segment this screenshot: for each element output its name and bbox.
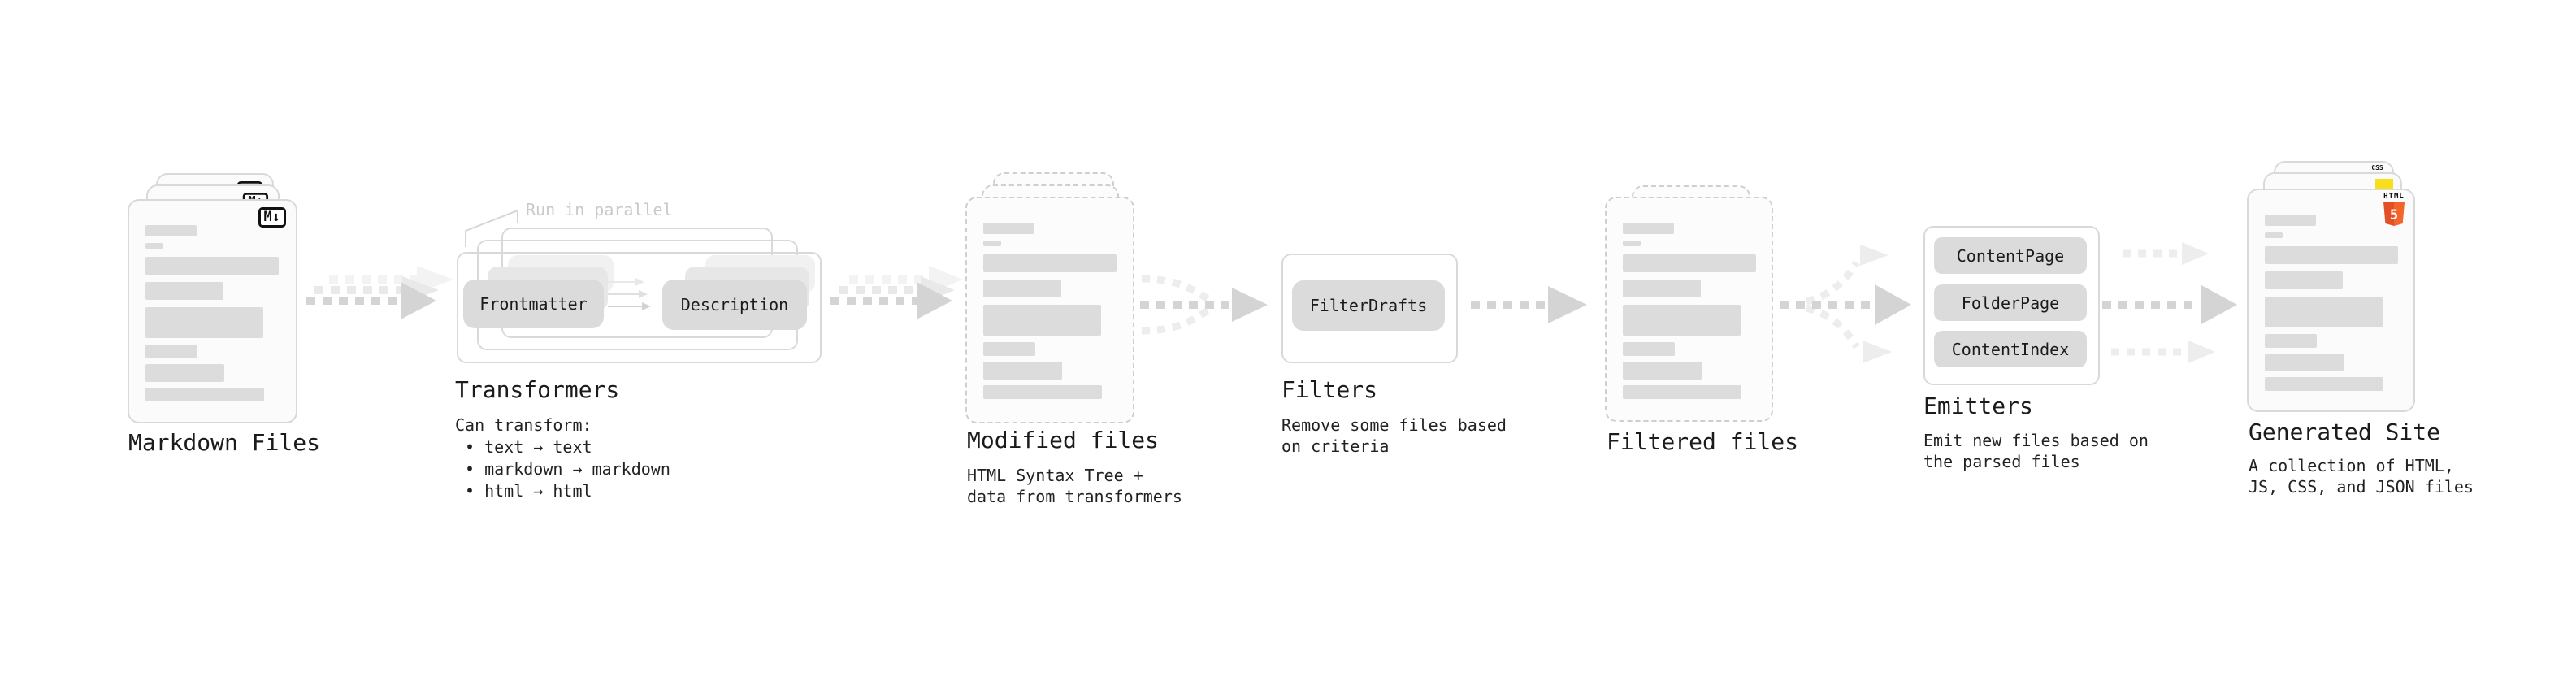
list-item: • html → html (465, 481, 592, 501)
transformer-frame-front (457, 252, 822, 363)
emitter-pill-folderpage: FolderPage (1934, 284, 2087, 321)
text-line (1623, 342, 1675, 356)
text-line (983, 362, 1062, 380)
text-line (145, 243, 163, 249)
text-line (1623, 280, 1701, 297)
text-line (1623, 241, 1641, 246)
svg-text:5: 5 (2390, 207, 2398, 223)
html5-icon: HTML 5 (2381, 193, 2407, 226)
text-line (2265, 246, 2398, 264)
text-line (2265, 354, 2344, 371)
text-line (2265, 297, 2383, 327)
text-line (2265, 334, 2317, 348)
list-item: • markdown → markdown (465, 459, 670, 479)
arrow-right-icon (608, 278, 651, 310)
html5-shield-icon: 5 (2383, 202, 2405, 226)
document-content-placeholder (145, 225, 279, 401)
text-line (983, 305, 1101, 336)
file-card-html: HTML 5 (2247, 189, 2415, 412)
text-line (145, 388, 264, 401)
arrow-right-icon (1471, 286, 1587, 323)
text-line (2265, 215, 2316, 226)
connector-transformers-to-modified (825, 264, 995, 341)
text-line (983, 280, 1061, 297)
markdown-icon: M↓ (258, 207, 286, 228)
connector-emitters-to-generated (2101, 240, 2243, 374)
document-content-placeholder (1623, 223, 1756, 399)
arrow-right-icon (306, 266, 453, 319)
run-in-parallel-annotation: Run in parallel (526, 200, 673, 219)
text-line (2265, 377, 2383, 391)
modified-files-caption: HTML Syntax Tree + data from transformer… (967, 466, 1182, 506)
transformer-pill-description: Description (662, 280, 807, 330)
list-item: • text → text (465, 437, 592, 457)
text-line (983, 254, 1117, 272)
text-line (1623, 385, 1741, 399)
connector-frontmatter-to-description (606, 275, 657, 314)
emitters-caption: Emit new files based on the parsed files (1923, 431, 2149, 471)
text-line (145, 345, 197, 358)
stage-label-filters: Filters (1281, 376, 1378, 403)
file-card (1605, 197, 1773, 422)
text-line (145, 282, 223, 300)
text-line (145, 307, 263, 338)
html5-badge-label: HTML (2383, 193, 2405, 201)
stage-label-generated-site: Generated Site (2249, 419, 2441, 445)
transformer-pill-frontmatter: Frontmatter (463, 280, 604, 328)
filters-caption: Remove some files based on criteria (1281, 415, 1507, 456)
emitter-pill-contentpage: ContentPage (1934, 237, 2087, 274)
js-icon (2375, 179, 2393, 189)
stage-label-filtered-files: Filtered files (1607, 428, 1799, 455)
text-line (1623, 305, 1741, 336)
text-line (1623, 223, 1674, 234)
filters-frame (1281, 254, 1458, 363)
text-line (2265, 232, 2283, 238)
connector-filters-to-filtered (1467, 268, 1597, 345)
connector-modified-to-filters (1136, 268, 1278, 345)
leader-line-icon (465, 210, 518, 247)
text-line (145, 225, 197, 236)
document-content-placeholder (983, 223, 1117, 399)
text-line (1623, 362, 1702, 380)
connector-markdown-to-transformers (297, 264, 467, 341)
css-badge-label: CSS (2371, 164, 2383, 171)
arrow-merge-icon (1140, 275, 1268, 335)
emitters-frame (1923, 226, 2100, 385)
text-line (983, 342, 1035, 356)
stage-label-emitters: Emitters (1923, 393, 2033, 419)
text-line (1623, 254, 1756, 272)
text-line (2265, 271, 2343, 289)
text-line (145, 257, 279, 275)
arrow-right-icon (830, 266, 963, 319)
filter-pill-filterdrafts: FilterDrafts (1292, 280, 1445, 331)
text-line (983, 223, 1034, 234)
stage-label-modified-files: Modified files (967, 427, 1160, 453)
document-content-placeholder (2265, 215, 2398, 391)
arrow-fanout-icon (1780, 245, 1911, 363)
file-card: M↓ (128, 199, 297, 423)
emitter-pill-contentindex: ContentIndex (1934, 331, 2087, 367)
text-line (145, 364, 224, 382)
connector-filtered-to-emitters (1776, 240, 1918, 374)
text-line (983, 385, 1102, 399)
generated-site-caption: A collection of HTML, JS, CSS, and JSON … (2249, 456, 2474, 497)
stage-label-markdown-files: Markdown Files (128, 429, 321, 456)
stage-label-transformers: Transformers (455, 376, 620, 403)
text-line (983, 241, 1001, 246)
file-card (965, 197, 1134, 423)
transformers-capabilities-list: • text → text • markdown → markdown • ht… (465, 436, 670, 502)
transformers-caption-heading: Can transform: (455, 415, 592, 435)
arrow-right-icon (2102, 242, 2237, 363)
annotation-leader-line (459, 203, 532, 252)
